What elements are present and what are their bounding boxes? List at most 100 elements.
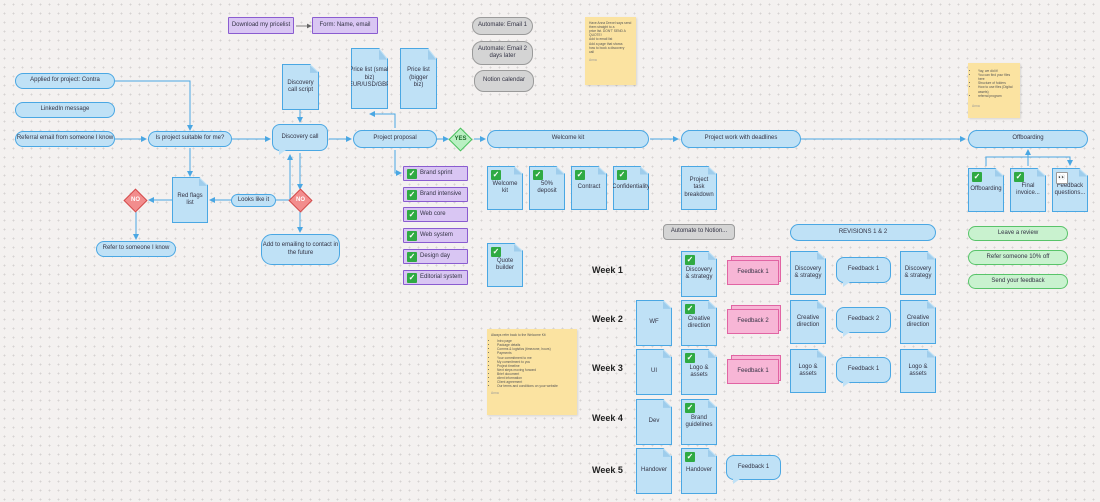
rev-logo-doc-a[interactable]: Logo & assets (790, 349, 826, 393)
checkmark-icon: ✓ (575, 170, 585, 180)
rev-feedback-1-bubble-b[interactable]: Feedback 1 (836, 357, 891, 383)
feedback-1-week3[interactable]: Feedback 1 (727, 359, 779, 384)
rev-logo-doc-b[interactable]: Logo & assets (900, 349, 936, 393)
refer-someone-node[interactable]: Refer to someone I know (96, 241, 176, 257)
wf-doc[interactable]: WF (636, 300, 672, 346)
doc-label: Handover (640, 467, 667, 474)
sticky-item: Next steps moving forward (497, 368, 558, 372)
offboarding-node[interactable]: Offboarding (968, 130, 1088, 148)
ui-doc[interactable]: UI (636, 349, 672, 395)
dev-doc[interactable]: Dev (636, 399, 672, 445)
feedback-1-week5[interactable]: Feedback 1 (726, 455, 781, 480)
sticky-line: how to book a discovery (589, 45, 625, 50)
sticky-line: Add to email list (589, 37, 613, 42)
package-brand-intensive[interactable]: ✓Brand intensive (403, 187, 468, 202)
automate-email1-box[interactable]: Automate: Email 1 (472, 17, 533, 35)
add-emailing-node[interactable]: Add to emailing to contact in the future (261, 234, 340, 265)
doc-label: Logo & assets (689, 364, 709, 379)
handover-doc-left[interactable]: Handover (636, 448, 672, 494)
sticky-note-right: Yay, we did it! You can find your files … (968, 63, 1020, 118)
download-pricelist-box[interactable]: Download my pricelist (228, 17, 294, 34)
package-web-system[interactable]: ✓Web system (403, 228, 468, 243)
price-list-small-doc[interactable]: Price list (small biz) (EUR/USD/GBP) (351, 48, 388, 109)
eyes-icon: 👀 (1056, 172, 1068, 184)
rev-creative-doc-b[interactable]: Creative direction (900, 300, 936, 344)
send-feedback-button[interactable]: Send your feedback (968, 274, 1068, 289)
notion-calendar-box[interactable]: Notion calendar (474, 70, 534, 92)
doc-label: WF (649, 319, 659, 326)
task-brand-guidelines-doc[interactable]: ✓Brand guidelines (681, 399, 717, 445)
doc-label: Confidentiality (612, 184, 650, 191)
package-label: Web core (420, 210, 446, 217)
package-editorial-system[interactable]: ✓Editorial system (403, 270, 468, 285)
form-name-email-box[interactable]: Form: Name, email (312, 17, 378, 34)
package-brand-sprint[interactable]: ✓Brand sprint (403, 166, 468, 181)
checkmark-icon: ✓ (491, 170, 501, 180)
package-web-core[interactable]: ✓Web core (403, 207, 468, 222)
refer-discount-button[interactable]: Refer someone 10% off (968, 250, 1068, 265)
doc-label: Quote builder (495, 257, 514, 272)
rev-discovery-doc-a[interactable]: Discovery & strategy (790, 251, 826, 295)
confidentiality-doc[interactable]: ✓Confidentiality (613, 166, 649, 210)
feedback-2-week2[interactable]: Feedback 2 (727, 309, 779, 334)
referral-email-node[interactable]: Referral email from someone I know (15, 131, 115, 147)
price-list-bigger-doc[interactable]: Price list (bigger biz) (400, 48, 437, 109)
checkmark-icon: ✓ (972, 172, 982, 182)
automate-notion-box[interactable]: Automate to Notion... (663, 224, 735, 240)
package-label: Design day (420, 252, 451, 259)
feedback-1-week1[interactable]: Feedback 1 (727, 260, 779, 285)
red-flags-doc[interactable]: Red flags list (172, 177, 208, 223)
discovery-call-node[interactable]: Discovery call (272, 124, 328, 151)
project-task-breakdown-doc[interactable]: Project task breakdown (681, 166, 717, 210)
automate-email2-box[interactable]: Automate: Email 2 days later (472, 41, 533, 65)
sticky-item: Intro page (497, 339, 558, 343)
rev-discovery-doc-b[interactable]: Discovery & strategy (900, 251, 936, 295)
discovery-script-doc[interactable]: Discovery call script (282, 64, 319, 110)
doc-label: Final invoice... (1016, 182, 1040, 197)
quote-builder-doc[interactable]: ✓Quote builder (487, 243, 523, 287)
no-decision-label-2: NO (296, 197, 305, 203)
feedback-questions-doc[interactable]: 👀Feedback questions... (1052, 168, 1088, 212)
applied-contra-node[interactable]: Applied for project: Contra (15, 73, 115, 89)
welcome-kit-node[interactable]: Welcome kit (487, 130, 649, 148)
task-creative-doc[interactable]: ✓Creative direction (681, 300, 717, 346)
sticky-line: call (589, 49, 594, 54)
task-handover-doc[interactable]: ✓Handover (681, 448, 717, 494)
sticky-item: Structure of folders (978, 81, 1016, 85)
sticky-line: Add a page that shows (589, 41, 623, 46)
sticky-item: Client agreement (497, 380, 558, 384)
rev-creative-doc-a[interactable]: Creative direction (790, 300, 826, 344)
suitable-question-node[interactable]: Is project suitable for me? (148, 131, 232, 147)
deposit-doc[interactable]: ✓50% deposit (529, 166, 565, 210)
rev-feedback-2-bubble[interactable]: Feedback 2 (836, 307, 891, 333)
leave-review-button[interactable]: Leave a review (968, 226, 1068, 241)
package-design-day[interactable]: ✓Design day (403, 249, 468, 264)
project-work-deadlines-node[interactable]: Project work with deadlines (681, 130, 801, 148)
doc-label: Red flags list (177, 192, 203, 207)
welcome-kit-doc[interactable]: ✓Welcome kit (487, 166, 523, 210)
looks-like-it-node[interactable]: Looks like it (231, 194, 276, 207)
doc-label: Creative direction (906, 314, 930, 329)
checkmark-icon: ✓ (685, 255, 695, 265)
revisions-node[interactable]: REVISIONS 1 & 2 (790, 224, 936, 241)
week-3-label: Week 3 (592, 363, 623, 374)
doc-label: Creative direction (796, 314, 820, 329)
checkmark-icon: ✓ (491, 247, 501, 257)
rev-feedback-1-bubble[interactable]: Feedback 1 (836, 257, 891, 283)
sticky-item: Payments (497, 351, 558, 355)
week-5-label: Week 5 (592, 465, 623, 476)
offboarding-doc[interactable]: ✓Offboarding (968, 168, 1004, 212)
sticky-item: Our terms and conditions on your website (497, 384, 558, 388)
sticky-item: client information (497, 376, 558, 380)
project-proposal-node[interactable]: Project proposal (353, 130, 437, 148)
task-logo-doc[interactable]: ✓Logo & assets (681, 349, 717, 395)
contract-doc[interactable]: ✓Contract (571, 166, 607, 210)
week-1-label: Week 1 (592, 265, 623, 276)
doc-label: Logo & assets (908, 363, 928, 378)
linkedin-message-node[interactable]: LinkedIn message (15, 102, 115, 118)
sticky-intro: Always refer back to the Welcome Kit (491, 333, 546, 337)
doc-label: Project task breakdown (684, 176, 714, 198)
task-discovery-doc[interactable]: ✓Discovery & strategy (681, 251, 717, 297)
final-invoice-doc[interactable]: ✓Final invoice... (1010, 168, 1046, 212)
sticky-footer: Anna (972, 103, 980, 108)
